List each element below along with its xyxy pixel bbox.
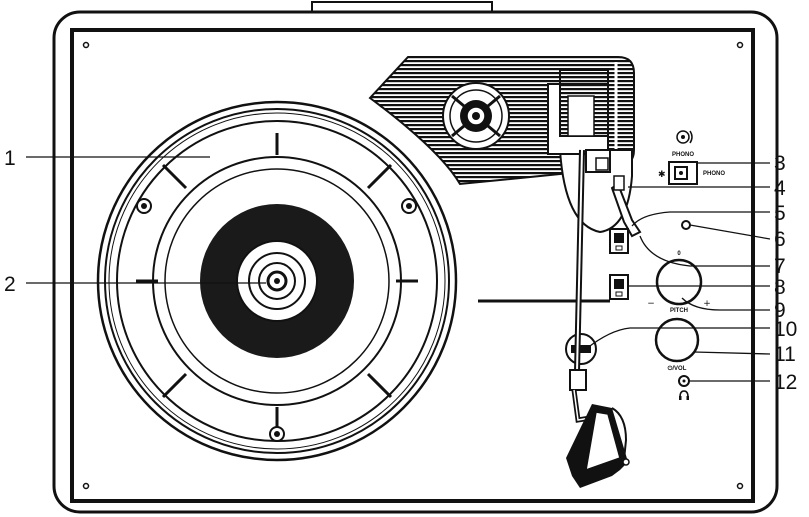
callout-9: 9 [774, 299, 786, 322]
headshell [566, 404, 630, 488]
callout-10: 10 [774, 318, 797, 341]
pitch-center-label: 0 [677, 251, 681, 257]
corner-screws [82, 41, 744, 490]
record [200, 204, 354, 358]
leader-lines [26, 156, 771, 382]
volume-knob[interactable] [654, 317, 700, 363]
callout-3: 3 [774, 152, 786, 175]
callout-8: 8 [774, 276, 786, 299]
callout-6: 6 [774, 228, 786, 251]
pitch-knob[interactable] [655, 258, 703, 306]
pitch-minus-label: − [647, 299, 655, 309]
indicator-led [681, 220, 691, 230]
callout-12: 12 [774, 371, 797, 394]
tonearm-clip [571, 345, 591, 353]
callout-4: 4 [774, 177, 786, 200]
headphone-icon [679, 390, 689, 400]
cartridge-holder-icon [442, 82, 510, 150]
callout-1: 1 [4, 147, 16, 170]
auto-stop-switch[interactable] [609, 274, 629, 300]
pitch-plus-label: + [703, 299, 711, 309]
cue-lever[interactable] [610, 175, 642, 238]
callout-2: 2 [4, 273, 16, 296]
source-switch[interactable] [668, 161, 698, 185]
phono-icon [676, 130, 693, 144]
headphone-jack[interactable] [678, 375, 690, 387]
speed-switch[interactable] [609, 228, 629, 254]
bluetooth-icon: ✱ [658, 170, 666, 180]
phono-top-label: PHONO [672, 152, 694, 158]
callout-5: 5 [774, 202, 786, 225]
tonearm-pivot [547, 69, 633, 234]
pitch-label: PITCH [670, 308, 688, 314]
platter-screws [136, 198, 417, 442]
callout-7: 7 [774, 255, 786, 278]
phono-side-label: PHONO [703, 171, 725, 177]
callout-11: 11 [774, 343, 796, 366]
volume-label: ⏻/VOL [668, 365, 687, 372]
